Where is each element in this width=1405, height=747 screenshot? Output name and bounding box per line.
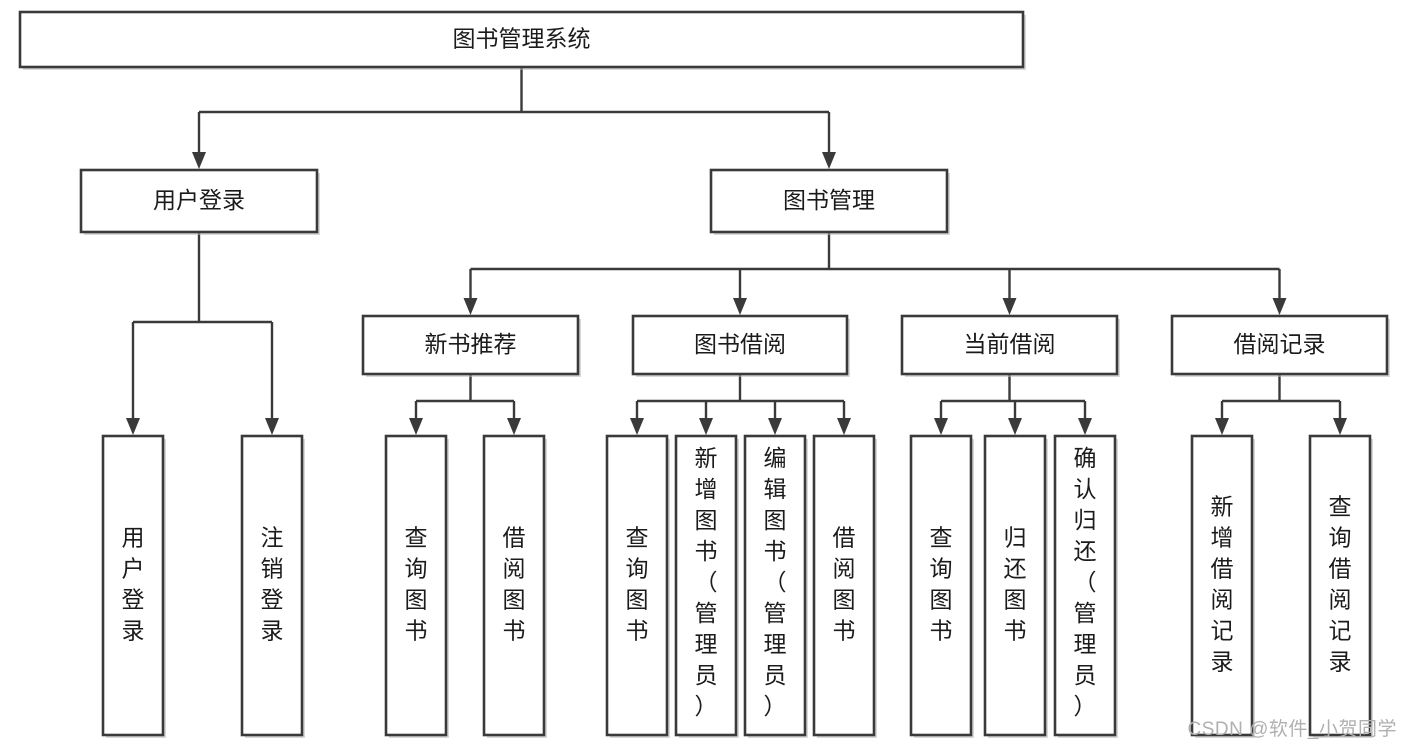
node-box-l_borrow_book_2[interactable] [812,434,876,737]
node-label-n_new_rec: 新书推荐 [425,331,517,357]
arrow-head-icon [1333,418,1347,435]
arrow-head-icon [837,418,851,435]
connector-layer [126,67,1347,435]
node-label-n_borrow: 图书借阅 [694,331,786,357]
node-box-l_q_book_3[interactable] [909,434,973,737]
node-box-n_current[interactable] [900,314,1119,376]
node-label-l_add_record: 新增借阅记录 [1211,494,1234,675]
arrow-head-icon [265,418,279,435]
node-label-l_q_book_1: 查询图书 [405,525,428,644]
arrow-head-icon [934,418,948,435]
node-label-l_q_book_2: 查询图书 [626,525,649,644]
node-box-l_edit_book[interactable] [743,434,807,737]
node-label-root: 图书管理系统 [453,26,591,52]
arrow-head-icon [822,152,836,169]
watermark-label: CSDN @软件_小贺同学 [1187,719,1397,740]
arrow-head-icon [1272,298,1287,315]
node-box-l_borrow_book_1[interactable] [482,434,546,737]
arrow-head-icon [507,418,521,435]
node-box-n_book_mgmt[interactable] [709,168,949,234]
arrow-head-icon [1078,418,1092,435]
arrow-head-icon [463,298,478,315]
node-box-l_add_book[interactable] [674,434,738,737]
node-box-l_add_record[interactable] [1190,434,1254,737]
arrow-head-icon [1002,298,1017,315]
node-box-l_user_login[interactable] [101,434,165,737]
node-label-n_record: 借阅记录 [1234,331,1326,357]
node-label-l_confirm_return: 确认归还（管理员） [1074,445,1097,719]
node-label-n_user_login: 用户登录 [153,187,245,213]
arrow-head-icon [126,418,140,435]
node-box-n_new_rec[interactable] [361,314,580,376]
node-label-n_current: 当前借阅 [964,331,1056,357]
node-box-l_logout[interactable] [240,434,304,737]
arrow-head-icon [1008,418,1022,435]
arrow-head-icon [733,298,747,315]
arrow-head-icon [192,152,206,169]
node-label-l_query_record: 查询借阅记录 [1329,494,1352,675]
node-box-l_q_book_2[interactable] [605,434,669,737]
node-label-l_logout: 注销登录 [261,525,284,644]
node-label-l_user_login: 用户登录 [122,525,145,644]
arrow-head-icon [409,418,423,435]
arrow-head-icon [699,418,713,435]
node-label-l_edit_book: 编辑图书（管理员） [764,445,787,719]
arrow-head-icon [768,418,782,435]
node-label-l_q_book_3: 查询图书 [930,525,953,644]
node-label-l_add_book: 新增图书（管理员） [695,445,718,719]
node-box-l_return_book[interactable] [983,434,1047,737]
node-box-root[interactable] [18,10,1025,69]
node-box-n_user_login[interactable] [79,168,319,234]
node-box-n_record[interactable] [1170,314,1389,376]
node-box-l_query_record[interactable] [1308,434,1372,737]
node-box-l_confirm_return[interactable] [1053,434,1117,737]
node-box-l_q_book_1[interactable] [384,434,448,737]
node-layer: 图书管理系统用户登录图书管理新书推荐图书借阅当前借阅借阅记录用户登录注销登录查询… [18,10,1390,738]
node-label-l_return_book: 归还图书 [1004,525,1027,644]
node-label-l_borrow_book_2: 借阅图书 [833,525,856,644]
node-box-n_borrow[interactable] [631,314,849,376]
node-label-l_borrow_book_1: 借阅图书 [503,525,526,644]
arrow-head-icon [630,418,644,435]
node-label-n_book_mgmt: 图书管理 [783,187,875,213]
arrow-head-icon [1215,418,1229,435]
